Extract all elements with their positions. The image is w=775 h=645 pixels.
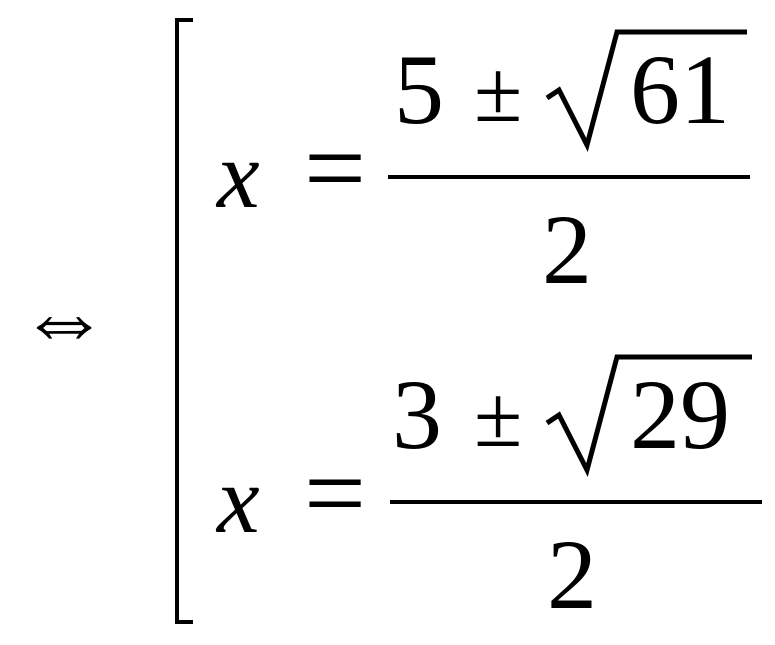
square-root-icon — [545, 29, 747, 152]
numerator-term: 5 — [394, 34, 444, 145]
equals-sign: = — [304, 107, 367, 229]
variable-x: x — [217, 446, 260, 553]
set-bracket — [175, 18, 193, 624]
radicand: 61 — [630, 34, 730, 145]
variable-x: x — [217, 121, 260, 228]
plus-minus-sign: ± — [474, 44, 523, 141]
equation-2: x = 3 ± 29 2 — [212, 345, 762, 635]
equation-1: x = 5 ± 61 2 — [212, 20, 762, 310]
numerator-term: 3 — [392, 359, 442, 470]
square-root-icon — [545, 354, 752, 477]
fraction-bar — [390, 500, 762, 504]
plus-minus-sign: ± — [474, 369, 523, 466]
equivalence-arrow-icon: ⇔ — [18, 267, 110, 369]
denominator: 2 — [542, 194, 592, 305]
denominator: 2 — [547, 519, 597, 630]
equals-sign: = — [304, 432, 367, 554]
fraction-bar — [388, 175, 750, 179]
radicand: 29 — [630, 359, 730, 470]
